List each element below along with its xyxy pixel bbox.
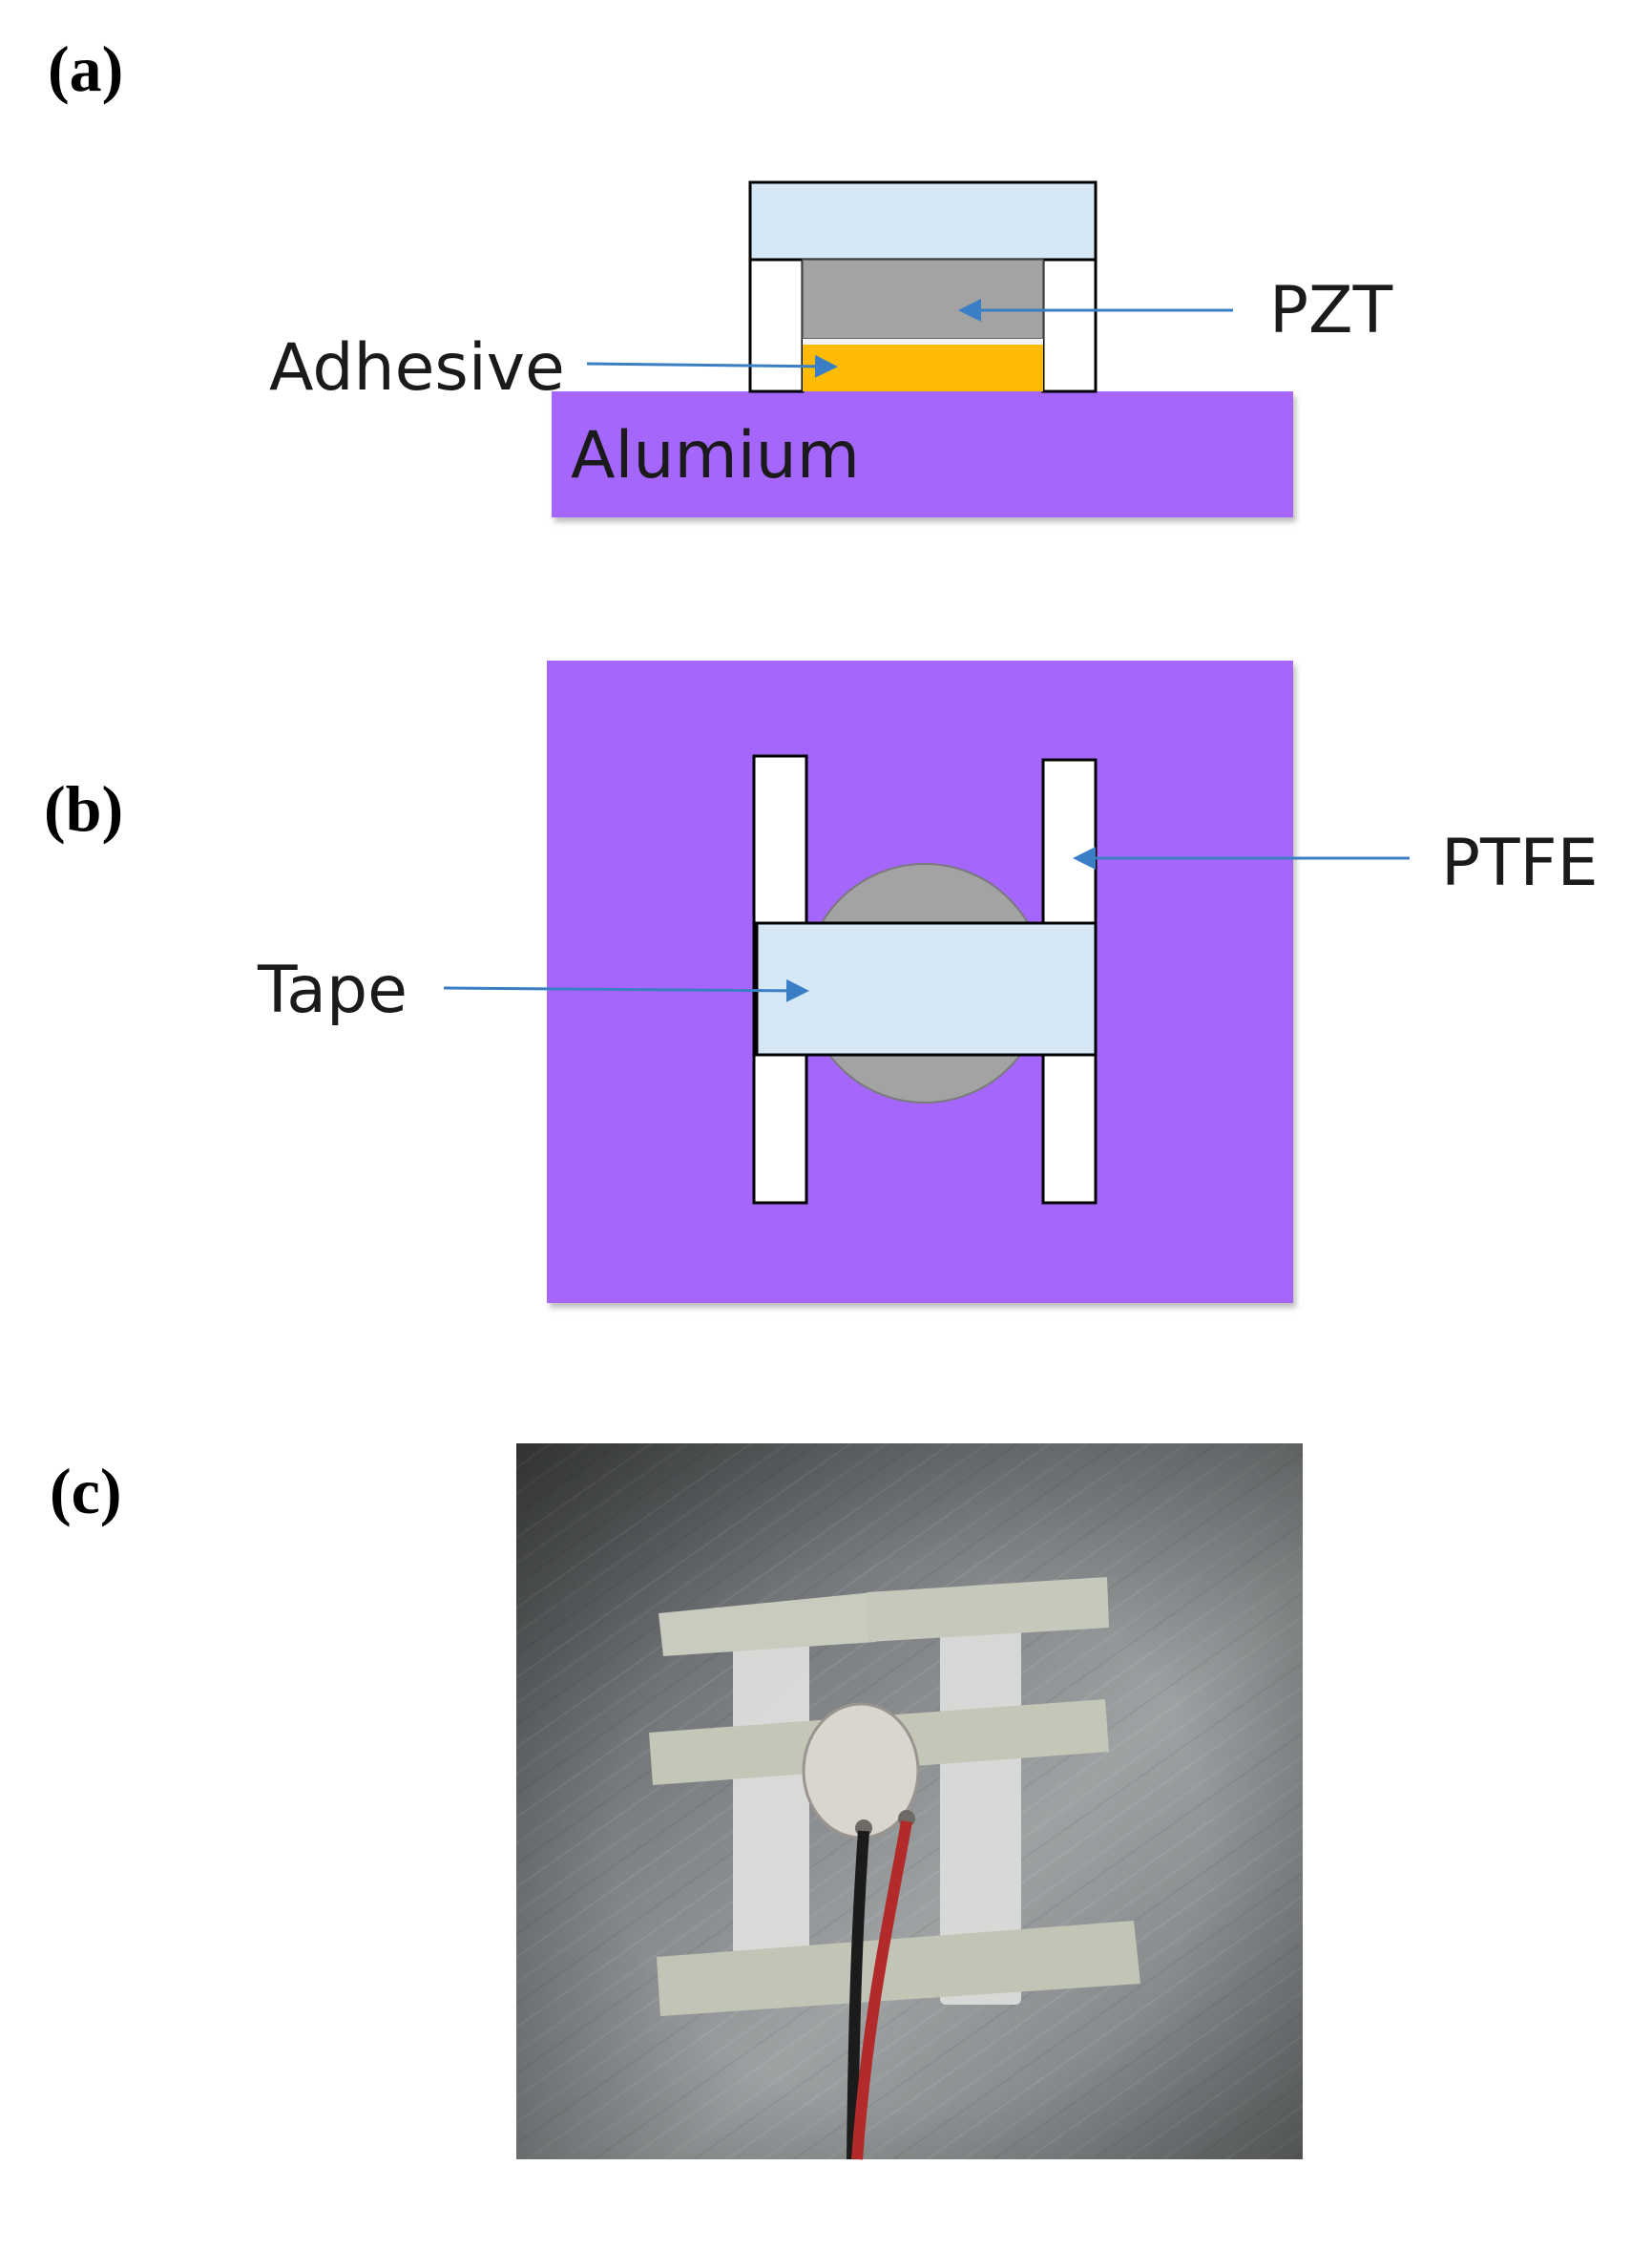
sensor-photo xyxy=(516,1443,1303,2160)
adhesive-label: Adhesive xyxy=(269,330,565,406)
panel-c: (c) xyxy=(50,1443,1303,2160)
ptfe-left-section xyxy=(748,258,805,393)
panel-c-label: (c) xyxy=(50,1455,121,1527)
tape-top xyxy=(748,180,1098,262)
adhesive-arrow xyxy=(586,354,838,378)
tape-label: Tape xyxy=(257,953,408,1028)
alumium-label: Alumium xyxy=(571,418,860,494)
electrode-layer xyxy=(803,339,1043,345)
tape-arrow xyxy=(443,978,809,1002)
tape-strip xyxy=(755,921,1098,1057)
ptfe-label: PTFE xyxy=(1441,826,1599,901)
ptfe-right-section xyxy=(1041,258,1098,393)
panel-b: (b) PTFE Tape xyxy=(44,661,1599,1303)
panel-b-label: (b) xyxy=(44,772,123,845)
pzt-label: PZT xyxy=(1269,273,1393,348)
panel-a-label: (a) xyxy=(48,32,123,105)
adhesive-layer xyxy=(803,345,1043,391)
panel-a: (a) Alumium PZT Adhesive xyxy=(48,32,1393,517)
pzt-layer xyxy=(802,259,1044,340)
aluminium-substrate xyxy=(552,391,1293,517)
